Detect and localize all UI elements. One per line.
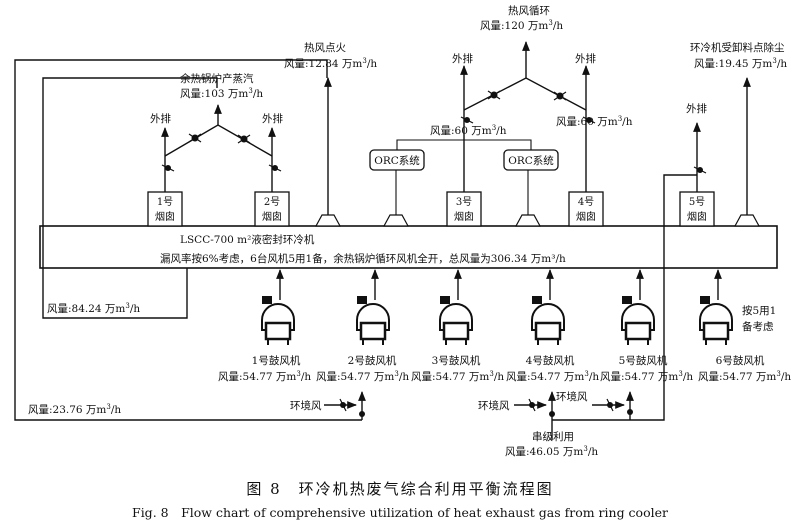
svg-text:1号: 1号 (157, 196, 173, 208)
svg-text:3号鼓风机: 3号鼓风机 (432, 354, 481, 367)
valve-icon (237, 134, 251, 144)
svg-text:5号鼓风机: 5号鼓风机 (619, 354, 668, 367)
cascade-title: 串级利用 (532, 431, 574, 443)
svg-text:6号鼓风机: 6号鼓风机 (716, 354, 765, 367)
blower-1: 1号鼓风机 风量:54.77 万m3/h (218, 269, 311, 383)
chimney-2: 2号 烟囱 (254, 191, 290, 227)
hot-circ-flow: 风量:120 万m3/h (480, 19, 563, 32)
svg-text:烟囱: 烟囱 (576, 210, 596, 223)
exhaust-label-4: 外排 (575, 52, 596, 65)
cascade-flow: 风量:46.05 万m3/h (505, 445, 598, 458)
valve-icon (339, 398, 347, 412)
orc-system-left: ORC系统 (369, 149, 425, 171)
svg-text:3号: 3号 (456, 196, 472, 208)
svg-text:4号鼓风机: 4号鼓风机 (526, 354, 575, 367)
orc-system-right: ORC系统 (503, 149, 559, 171)
valve-icon (359, 411, 365, 417)
svg-text:风量:54.77 万m3/h: 风量:54.77 万m3/h (698, 370, 791, 383)
valve-icon (693, 166, 707, 174)
standby-note-1: 按5用1 (742, 304, 776, 317)
valve-icon (553, 91, 567, 101)
valve-icon (460, 116, 474, 124)
svg-text:烟囱: 烟囱 (687, 210, 707, 223)
blower-2: 2号鼓风机 风量:54.77 万m3/h (316, 269, 409, 383)
hood-ignition (314, 214, 342, 227)
svg-text:风量:54.77 万m3/h: 风量:54.77 万m3/h (411, 370, 504, 383)
svg-text:4号: 4号 (578, 196, 594, 208)
ignition-flow: 风量:12.84 万m3/h (284, 57, 377, 70)
ambient-air-left: 环境风 (290, 399, 322, 412)
valve-icon (606, 398, 614, 412)
blower-3: 3号鼓风机 风量:54.77 万m3/h (411, 269, 504, 383)
valve-icon (161, 164, 175, 172)
ignition-title: 热风点火 (304, 41, 346, 54)
svg-text:ORC系统: ORC系统 (508, 154, 554, 167)
dedust-flow: 风量:19.45 万m3/h (694, 57, 787, 70)
orc-flow-label: 风量:60 万m3/h (430, 124, 507, 137)
ring-cooler-box (39, 225, 778, 269)
blower-4: 4号鼓风机 风量:54.77 万m3/h (506, 269, 599, 383)
dedust-title: 环冷机受卸料点除尘 (690, 41, 785, 54)
svg-text:风量:54.77 万m3/h: 风量:54.77 万m3/h (506, 370, 599, 383)
valve-icon (188, 133, 202, 143)
exhaust-label-5: 外排 (686, 102, 707, 115)
hood-dedust (733, 214, 761, 227)
caption-en: Fig. 8 Flow chart of comprehensive utili… (132, 505, 668, 520)
standby-note-2: 备考虑 (742, 320, 774, 333)
valve-icon (268, 164, 282, 172)
left-flow-23: 风量:23.76 万m3/h (28, 403, 121, 416)
ambient-air-right: 环境风 (556, 390, 588, 403)
svg-text:风量:54.77 万m3/h: 风量:54.77 万m3/h (316, 370, 409, 383)
svg-text:1号鼓风机: 1号鼓风机 (252, 354, 301, 367)
exhaust-label-1: 外排 (150, 112, 171, 125)
svg-text:ORC系统: ORC系统 (374, 154, 420, 167)
valve-icon (487, 90, 501, 100)
svg-text:烟囱: 烟囱 (155, 210, 175, 223)
valve-icon (627, 409, 633, 415)
orc-flow-right-label: 风量:60 万m3/h (556, 115, 633, 128)
svg-text:风量:54.77 万m3/h: 风量:54.77 万m3/h (600, 370, 693, 383)
left-flow-84: 风量:84.24 万m3/h (47, 302, 140, 315)
ambient-air-mid: 环境风 (478, 399, 510, 412)
caption-cn: 图 8 环冷机热废气综合利用平衡流程图 (246, 480, 553, 498)
exhaust-label-3: 外排 (452, 52, 473, 65)
cooler-title: LSCC-700 m²液密封环冷机 (180, 233, 315, 246)
blower-6: 6号鼓风机 风量:54.77 万m3/h (698, 269, 791, 383)
svg-text:2号鼓风机: 2号鼓风机 (348, 354, 397, 367)
svg-text:2号: 2号 (264, 196, 280, 208)
svg-text:5号: 5号 (689, 196, 705, 208)
valve-icon (549, 411, 555, 417)
svg-text:烟囱: 烟囱 (454, 210, 474, 223)
chimney-4: 4号 烟囱 (568, 191, 604, 227)
svg-text:风量:54.77 万m3/h: 风量:54.77 万m3/h (218, 370, 311, 383)
chimney-5: 5号 烟囱 (679, 191, 715, 227)
hood-orc-left (382, 214, 410, 227)
hood-orc-right (514, 214, 542, 227)
blower-5: 5号鼓风机 风量:54.77 万m3/h (600, 269, 693, 383)
boiler-steam-flow: 风量:103 万m3/h (180, 87, 263, 100)
svg-text:烟囱: 烟囱 (262, 210, 282, 223)
exhaust-label-2: 外排 (262, 112, 283, 125)
valve-icon (528, 398, 536, 412)
chimney-3: 3号 烟囱 (446, 191, 482, 227)
hot-circ-title: 热风循环 (508, 4, 550, 17)
cooler-note: 漏风率按6%考虑，6台风机5用1备，余热锅炉循环风机全开，总风量为306.34 … (160, 252, 566, 265)
chimney-1: 1号 烟囱 (147, 191, 183, 227)
valve-icon (582, 116, 596, 124)
